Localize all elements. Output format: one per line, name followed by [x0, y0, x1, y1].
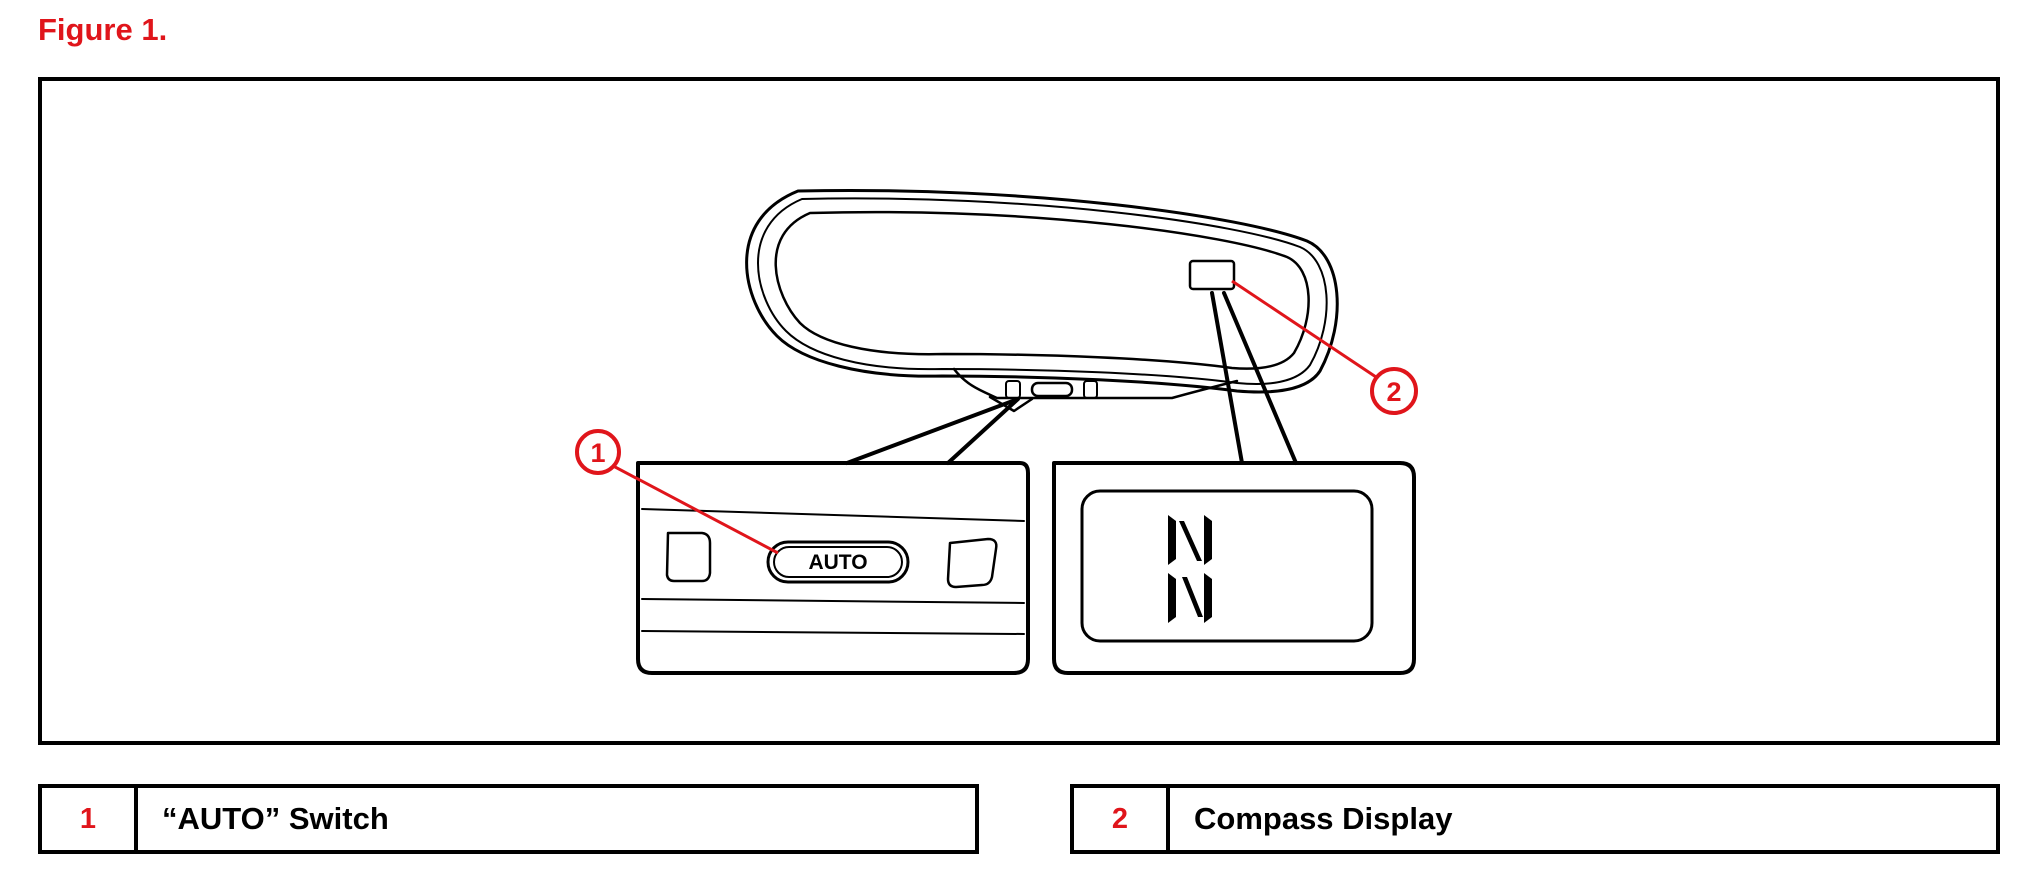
legend-item-1: 1 “AUTO” Switch [38, 784, 979, 854]
compass-n-segments [1168, 515, 1212, 623]
legend-item-2-number: 2 [1074, 788, 1170, 850]
callout-1-circle [575, 429, 621, 475]
callout-2-leader [1231, 279, 1395, 391]
zoom-wedge-compass [1210, 291, 1298, 465]
zoom-wedge-switch [845, 397, 1020, 465]
mirror-housing-outline [745, 188, 1339, 394]
callout-2-number: 2 [1386, 377, 1401, 407]
compass-zoom-panel [1052, 461, 1416, 675]
mirror-small-button-right [1083, 380, 1098, 399]
mirror-housing-rim [757, 197, 1328, 386]
switch-zoom-panel [636, 461, 1030, 675]
callout-1: 1 [575, 429, 779, 555]
mirror-stem [988, 395, 1034, 413]
mirror-small-button-left [1005, 380, 1021, 399]
diagram-frame: AUTO 1 2 [38, 77, 2000, 745]
figure-title: Figure 1. [38, 12, 168, 47]
mirror-auto-switch-small [1030, 381, 1074, 398]
compass-display-screen [1080, 489, 1374, 643]
mirror-chin [952, 367, 1239, 400]
switch-panel-line-top [641, 508, 1025, 522]
legend-item-2: 2 Compass Display [1070, 784, 2000, 854]
auto-switch-text: AUTO [808, 551, 867, 574]
auto-switch-inner [773, 546, 903, 578]
mirror-glass [774, 210, 1310, 370]
legend-item-2-label: Compass Display [1194, 801, 1453, 836]
legend-item-1-label: “AUTO” Switch [162, 801, 389, 836]
switch-panel-line-mid [641, 598, 1025, 604]
auto-switch-outer [766, 540, 910, 584]
legend-item-1-number: 1 [42, 788, 138, 850]
switch-panel-line-bottom [641, 630, 1025, 635]
switch-panel-left-button [665, 531, 712, 583]
mirror-compass-window [1188, 259, 1236, 291]
switch-panel-right-button [946, 537, 998, 589]
callout-1-number: 1 [590, 438, 605, 468]
callout-1-leader [599, 457, 779, 555]
mirror-diagram: AUTO 1 2 [575, 188, 1418, 675]
callout-2-circle [1370, 367, 1418, 415]
callout-2: 2 [1231, 279, 1418, 415]
